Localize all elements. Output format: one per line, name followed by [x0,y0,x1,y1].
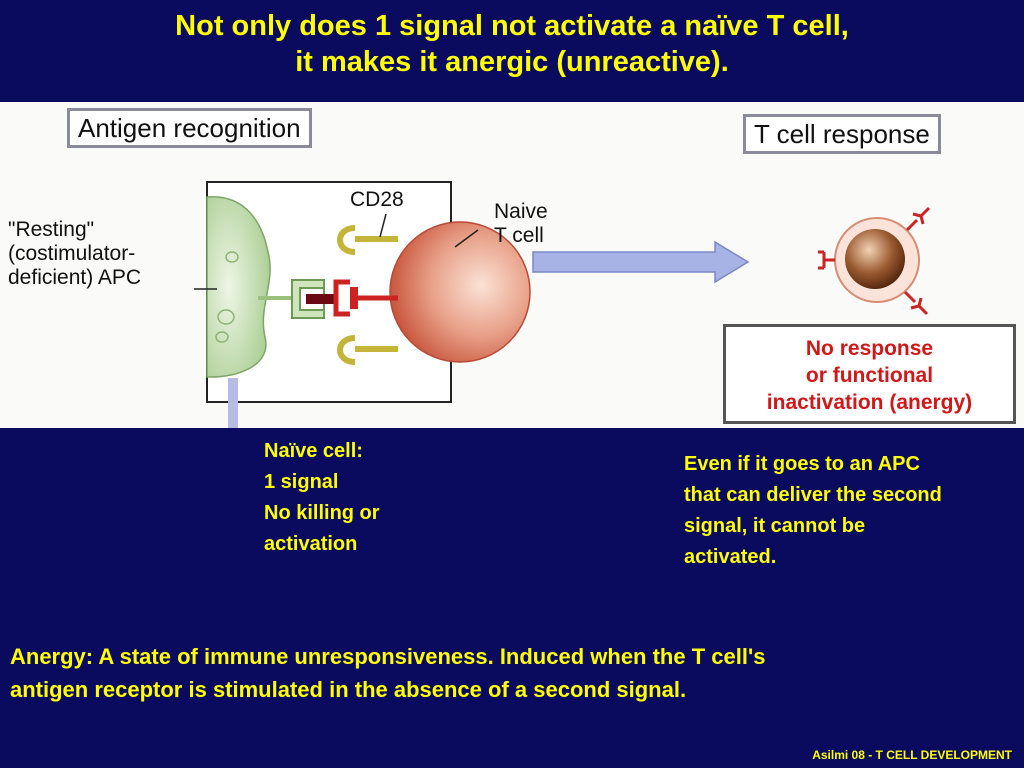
tcell-label-line: Naive [494,200,548,223]
tcell-leader [454,229,479,248]
mhc-peptide-complex [258,279,338,319]
apc-label-line: (costimulator- [8,242,136,265]
anergy-definition-line: antigen receptor is stimulated in the ab… [10,677,687,702]
anergy-definition-line: Anergy: A state of immune unresponsivene… [10,644,766,669]
naive-t-cell [389,221,531,363]
apc-label: "Resting" (costimulator- deficient) APC [8,218,141,290]
slide-title: Not only does 1 signal not activate a na… [0,8,1024,80]
no-response-line: inactivation (anergy) [766,391,973,414]
even-if-note-line: signal, it cannot be [684,515,866,537]
no-response-line: No response [805,337,934,360]
cd28-leader [379,213,387,238]
response-arrow [532,240,750,284]
no-response-line: or functional [805,364,934,387]
cd28-receptor-bottom [337,335,398,365]
anergic-t-cell-nucleus [845,229,905,289]
title-line-2: it makes it anergic (unreactive). [295,46,729,78]
anergy-definition: Anergy: A state of immune unresponsivene… [10,640,765,706]
even-if-note-line: Even if it goes to an APC [684,453,920,475]
even-if-note: Even if it goes to an APC that can deliv… [684,449,942,573]
t-cell-response-label: T cell response [743,114,941,154]
anergic-receptor [818,206,931,316]
antigen-recognition-label: Antigen recognition [67,108,312,148]
naive-cell-note-line: Naïve cell: [264,440,363,462]
cd28-receptor-top [337,225,398,255]
apc-vesicle [217,309,235,325]
signal-bar [228,378,238,428]
no-response-box: No response or functional inactivation (… [723,324,1016,424]
apc-vesicle [215,331,229,343]
title-line-1: Not only does 1 signal not activate a na… [175,10,849,42]
slide-footer: Asilmi 08 - T CELL DEVELOPMENT [812,748,1012,762]
naive-cell-note: Naïve cell: 1 signal No killing or activ… [264,436,380,560]
apc-label-line: "Resting" [8,218,95,241]
anergy-diagram [194,181,931,428]
naive-cell-note-line: 1 signal [264,471,339,493]
tcell-label: Naive T cell [494,200,548,248]
even-if-note-line: that can deliver the second [684,484,942,506]
even-if-note-line: activated. [684,546,777,568]
figure-panel: Antigen recognition T cell response CD28… [0,102,1024,428]
naive-cell-note-line: No killing or [264,502,380,524]
t-cell-receptor [333,279,398,317]
apc-vesicle [225,251,239,263]
cd28-label: CD28 [350,188,404,211]
naive-cell-note-line: activation [264,533,358,555]
apc-label-line: deficient) APC [8,266,142,289]
tcell-label-line: T cell [494,224,544,247]
